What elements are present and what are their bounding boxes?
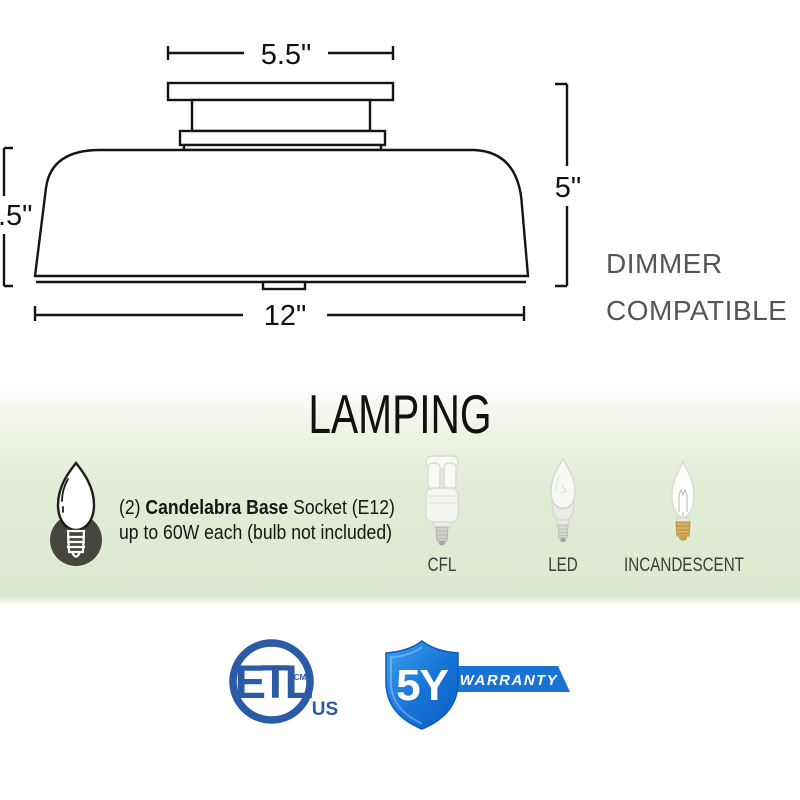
warranty-years: 5Y — [396, 661, 448, 710]
cfl-bulb-image — [425, 455, 459, 546]
candelabra-bulb-icon — [50, 461, 102, 566]
dimension-shade-height: .5" — [0, 200, 35, 233]
shade-outline — [33, 148, 530, 278]
etl-us-text: US — [312, 699, 338, 720]
led-bulb-image — [550, 457, 576, 543]
etl-listed-logo: ETL CM US — [229, 639, 338, 724]
fixture-line-drawing — [2, 46, 569, 321]
socket-spec-line2: up to 60W each (bulb not included) — [119, 522, 392, 544]
incandescent-bulb-image — [671, 460, 695, 541]
dimmer-note-line1: DIMMER — [606, 248, 723, 279]
warranty-ribbon — [450, 666, 570, 692]
etl-cm-text: CM — [294, 673, 307, 682]
dim-line-shade-width — [33, 306, 526, 321]
socket-suffix: Socket (E12) — [288, 497, 395, 519]
warranty-badge: WARRANTY 5Y — [385, 640, 570, 730]
shade-bottom-tab — [261, 280, 307, 291]
lamping-band-background — [0, 383, 800, 606]
dimmer-note-line2: COMPATIBLE — [606, 295, 788, 326]
socket-qty: (2) — [119, 497, 146, 519]
warranty-label: WARRANTY — [460, 672, 559, 689]
dimmer-compatible-note: DIMMER COMPATIBLE — [606, 240, 787, 334]
incandescent-label: INCANDESCENT — [624, 555, 744, 576]
dimension-shade-width: 12" — [243, 300, 327, 333]
dim-line-shade-height — [2, 146, 13, 288]
cfl-label: CFL — [427, 555, 457, 576]
lamping-title: LAMPING — [308, 383, 492, 445]
socket-spec-line1: (2) Candelabra Base Socket (E12) — [119, 496, 395, 520]
dimension-fixture-height: 5" — [548, 172, 588, 205]
canopy-plate — [166, 81, 395, 102]
socket-type: Candelabra Base — [145, 497, 289, 519]
dimension-canopy-width: 5.5" — [244, 39, 328, 72]
canopy-neck — [190, 98, 372, 133]
led-label: LED — [548, 555, 578, 576]
warranty-shield — [385, 640, 459, 730]
etl-letters: ETL — [235, 655, 313, 708]
dim-line-canopy — [166, 46, 395, 60]
canopy-band — [178, 129, 387, 147]
dim-line-height — [555, 82, 569, 288]
